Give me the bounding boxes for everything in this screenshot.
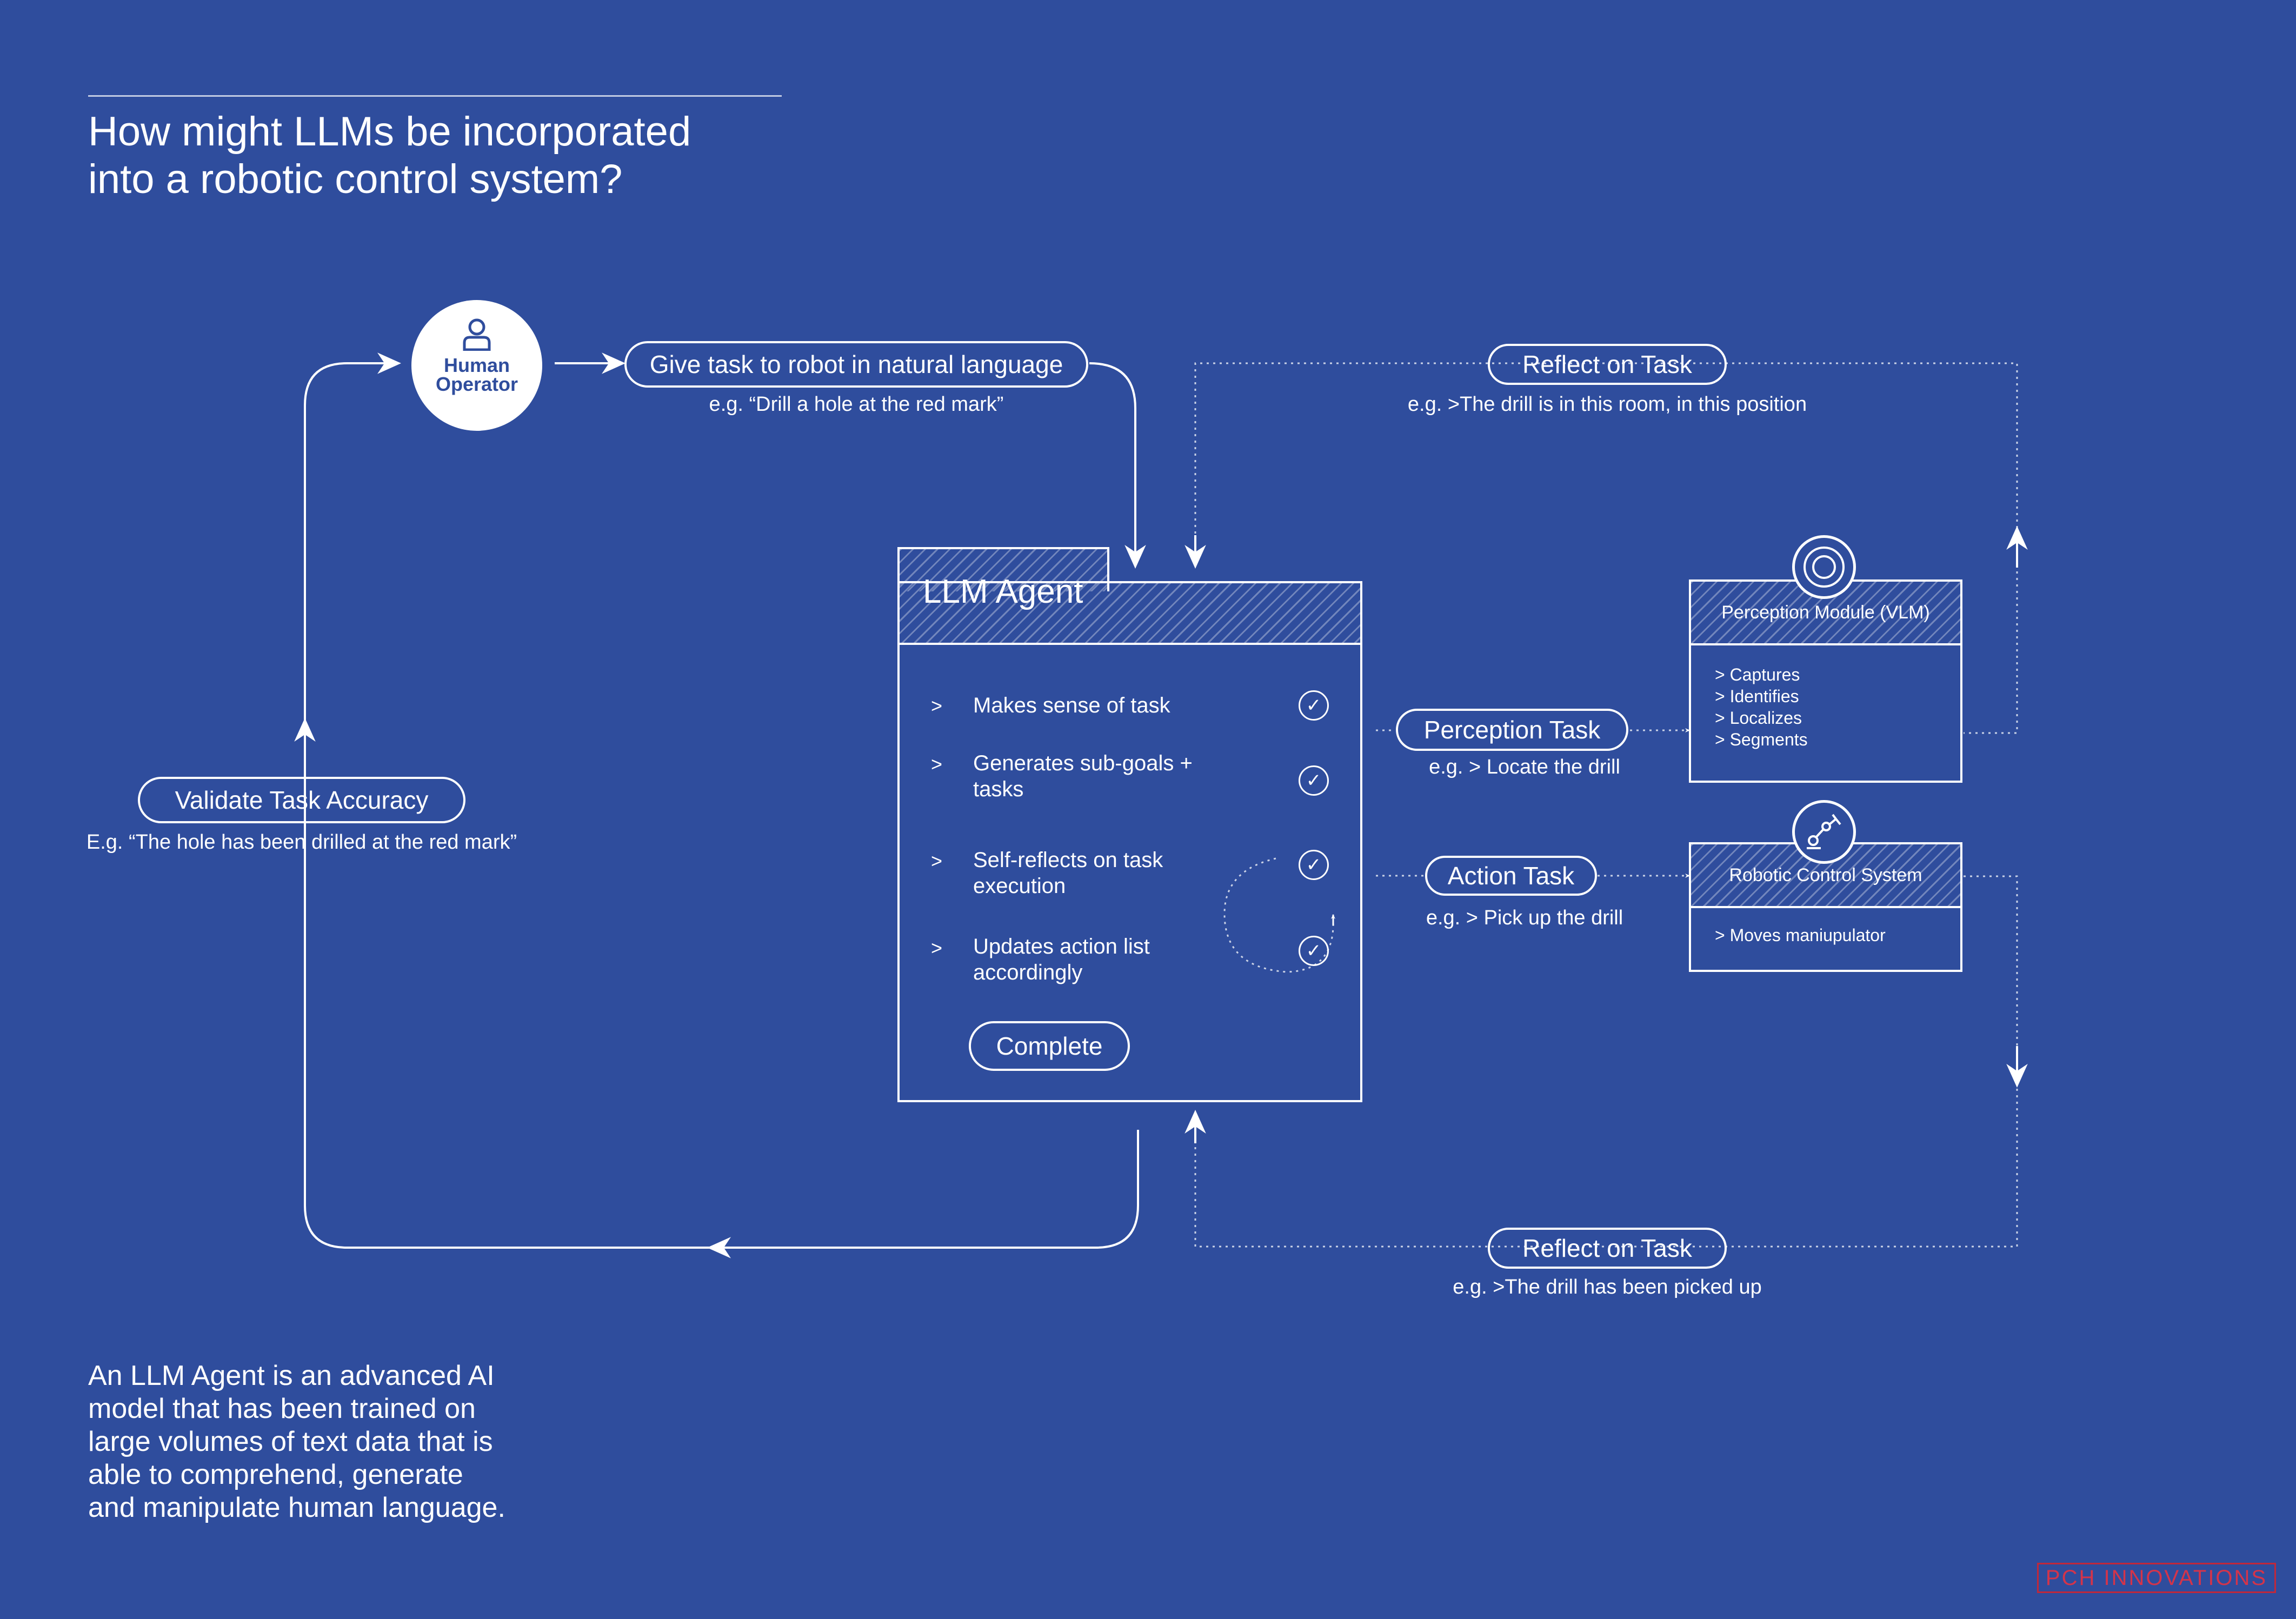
person-icon <box>463 318 491 351</box>
step-4-bullet: > <box>931 937 943 959</box>
perception-module-list: > Captures > Identifies > Localizes > Se… <box>1715 665 1808 749</box>
llm-agent-box <box>897 581 1362 1102</box>
give-task-example: e.g. “Drill a hole at the red mark” <box>709 393 1004 416</box>
complete-pill: Complete <box>969 1021 1130 1071</box>
reflect-bottom-example: e.g. >The drill has been picked up <box>1453 1276 1762 1298</box>
perception-module-box: Perception Module (VLM) > Captures > Ide… <box>1689 579 1962 783</box>
step-1-check-icon: ✓ <box>1299 690 1329 721</box>
reflect-loop-line <box>1194 362 2018 734</box>
brand-logo: PCH INNOVATIONS <box>2037 1563 2276 1593</box>
perception-task-pill: Perception Task <box>1396 709 1628 751</box>
self-reflect-arc <box>1223 857 1334 973</box>
agent-header <box>897 581 1362 645</box>
action-task-pill: Action Task <box>1425 856 1597 896</box>
camera-icon <box>1792 535 1856 599</box>
robotic-control-box: Robotic Control System > Moves maniupula… <box>1689 842 1962 972</box>
agent-title: LLM Agent <box>923 573 1083 610</box>
human-operator-label-2: Operator <box>435 373 518 395</box>
human-operator-node: Human Operator <box>411 300 542 431</box>
step-4-check-icon: ✓ <box>1299 936 1329 966</box>
task-to-agent-line <box>1089 362 1146 569</box>
robotic-control-list: > Moves maniupulator <box>1715 925 1886 945</box>
title-rule <box>88 95 782 97</box>
step-4-text: Updates action list accordingly <box>973 935 1150 984</box>
step-3-check-icon: ✓ <box>1299 850 1329 880</box>
perception-task-example: e.g. > Locate the drill <box>1429 756 1620 778</box>
step-1-text: Makes sense of task <box>973 694 1170 717</box>
human-operator-label-1: Human <box>443 354 510 376</box>
step-2-check-icon: ✓ <box>1299 765 1329 796</box>
action-task-example: e.g. > Pick up the drill <box>1426 907 1623 929</box>
loop-return-line <box>304 352 1139 1249</box>
validate-example: E.g. “The hole has been drilled at the r… <box>86 831 517 854</box>
step-3-text: Self-reflects on task execution <box>973 848 1163 898</box>
page-title: How might LLMs be incorporated into a ro… <box>88 109 691 202</box>
reflect-top-example: e.g. >The drill is in this room, in this… <box>1407 393 1807 416</box>
validate-pill: Validate Task Accuracy <box>138 777 465 823</box>
agent-tab <box>897 547 1109 591</box>
step-2-bullet: > <box>931 753 943 775</box>
reflect-loop-bottom-line <box>1194 875 2018 1248</box>
robot-arm-icon <box>1792 800 1856 864</box>
reflect-top-pill: Reflect on Task <box>1488 344 1727 385</box>
step-2-text: Generates sub-goals + tasks <box>973 751 1193 801</box>
step-3-bullet: > <box>931 850 943 872</box>
give-task-pill: Give task to robot in natural language <box>624 341 1088 388</box>
step-1-bullet: > <box>931 695 943 717</box>
reflect-bottom-pill: Reflect on Task <box>1488 1228 1727 1269</box>
agent-description: An LLM Agent is an advanced AI model tha… <box>88 1360 505 1523</box>
